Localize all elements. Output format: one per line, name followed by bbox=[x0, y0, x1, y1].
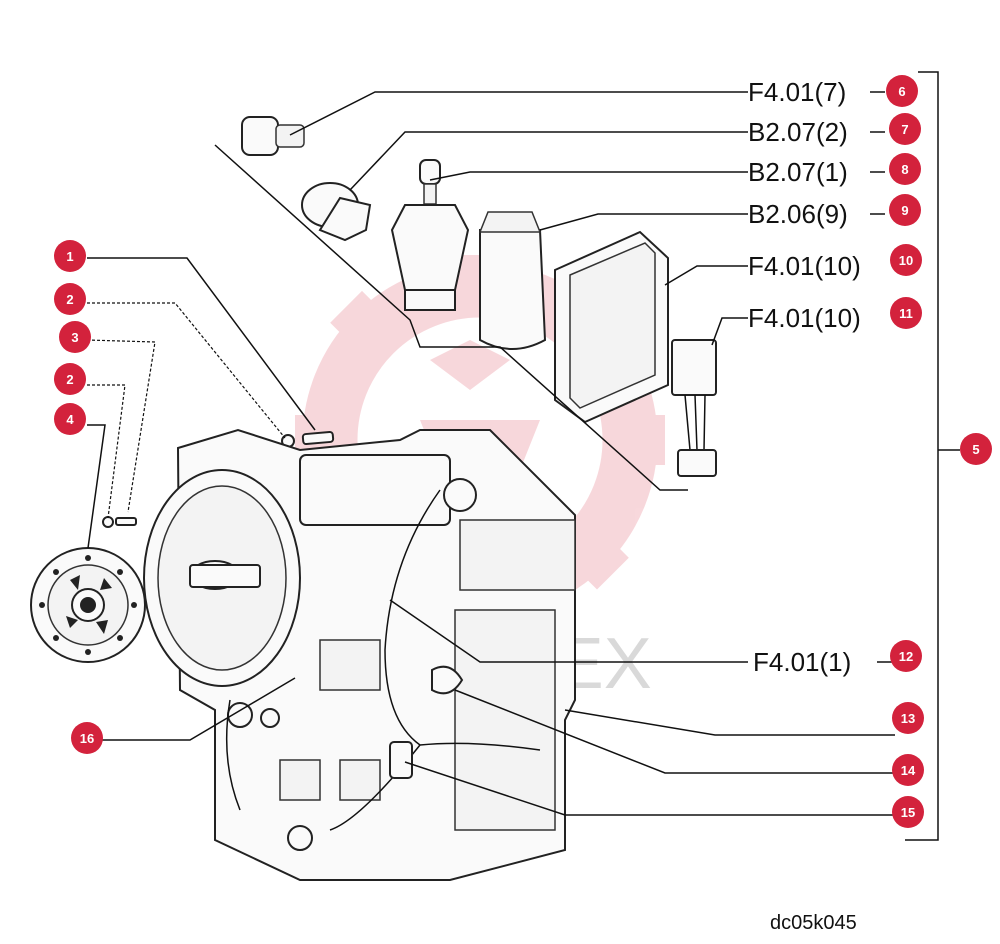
svg-text:16: 16 bbox=[80, 731, 94, 746]
badge-2: 2 bbox=[54, 283, 86, 315]
sensor-part bbox=[241, 116, 305, 156]
svg-text:11: 11 bbox=[899, 306, 913, 321]
badge-16: 16 bbox=[71, 722, 103, 754]
svg-text:8: 8 bbox=[901, 162, 908, 177]
svg-text:15: 15 bbox=[901, 805, 915, 820]
badge-9: 9 bbox=[889, 194, 921, 226]
svg-text:3: 3 bbox=[71, 330, 78, 345]
badge-3: 3 bbox=[59, 321, 91, 353]
transmission-housing bbox=[143, 428, 576, 881]
badge-11: 11 bbox=[890, 297, 922, 329]
relay-part bbox=[478, 211, 547, 350]
ref-code-11: F4.01(10) bbox=[748, 303, 861, 333]
ref-code-8: B2.07(1) bbox=[748, 157, 848, 187]
svg-text:10: 10 bbox=[899, 253, 913, 268]
badge-2b: 2 bbox=[54, 363, 86, 395]
badge-4: 4 bbox=[54, 403, 86, 435]
svg-text:5: 5 bbox=[972, 442, 979, 457]
svg-text:6: 6 bbox=[898, 84, 905, 99]
svg-text:1: 1 bbox=[66, 249, 73, 264]
svg-text:2: 2 bbox=[66, 292, 73, 307]
reference-codes: F4.01(7) B2.07(2) B2.07(1) B2.06(9) F4.0… bbox=[748, 77, 861, 677]
group-bracket bbox=[905, 71, 939, 841]
badge-1: 1 bbox=[54, 240, 86, 272]
svg-text:13: 13 bbox=[901, 711, 915, 726]
badge-7: 7 bbox=[889, 113, 921, 145]
ref-code-9: B2.06(9) bbox=[748, 199, 848, 229]
control-unit-part bbox=[554, 230, 669, 424]
svg-text:14: 14 bbox=[901, 763, 916, 778]
badge-6: 6 bbox=[886, 75, 918, 107]
switch-part bbox=[301, 182, 372, 242]
ref-code-10: F4.01(10) bbox=[748, 251, 861, 281]
ref-code-7: B2.07(2) bbox=[748, 117, 848, 147]
svg-text:12: 12 bbox=[899, 649, 913, 664]
svg-text:9: 9 bbox=[901, 203, 908, 218]
svg-text:4: 4 bbox=[66, 412, 74, 427]
svg-text:2: 2 bbox=[66, 372, 73, 387]
badge-13: 13 bbox=[892, 702, 924, 734]
badge-8: 8 bbox=[889, 153, 921, 185]
callout-badges: 1 2 3 2 4 5 6 7 8 9 10 11 12 13 14 15 16 bbox=[54, 75, 992, 828]
svg-text:7: 7 bbox=[901, 122, 908, 137]
clutch-disc bbox=[30, 547, 146, 663]
badge-10: 10 bbox=[890, 244, 922, 276]
ref-code-12: F4.01(1) bbox=[753, 647, 851, 677]
figure-caption: dc05k045 bbox=[770, 912, 857, 934]
badge-14: 14 bbox=[892, 754, 924, 786]
joystick-part bbox=[390, 159, 470, 311]
badge-5: 5 bbox=[960, 433, 992, 465]
badge-12: 12 bbox=[890, 640, 922, 672]
connector-part bbox=[671, 339, 717, 477]
badge-15: 15 bbox=[892, 796, 924, 828]
ref-code-6: F4.01(7) bbox=[748, 77, 846, 107]
